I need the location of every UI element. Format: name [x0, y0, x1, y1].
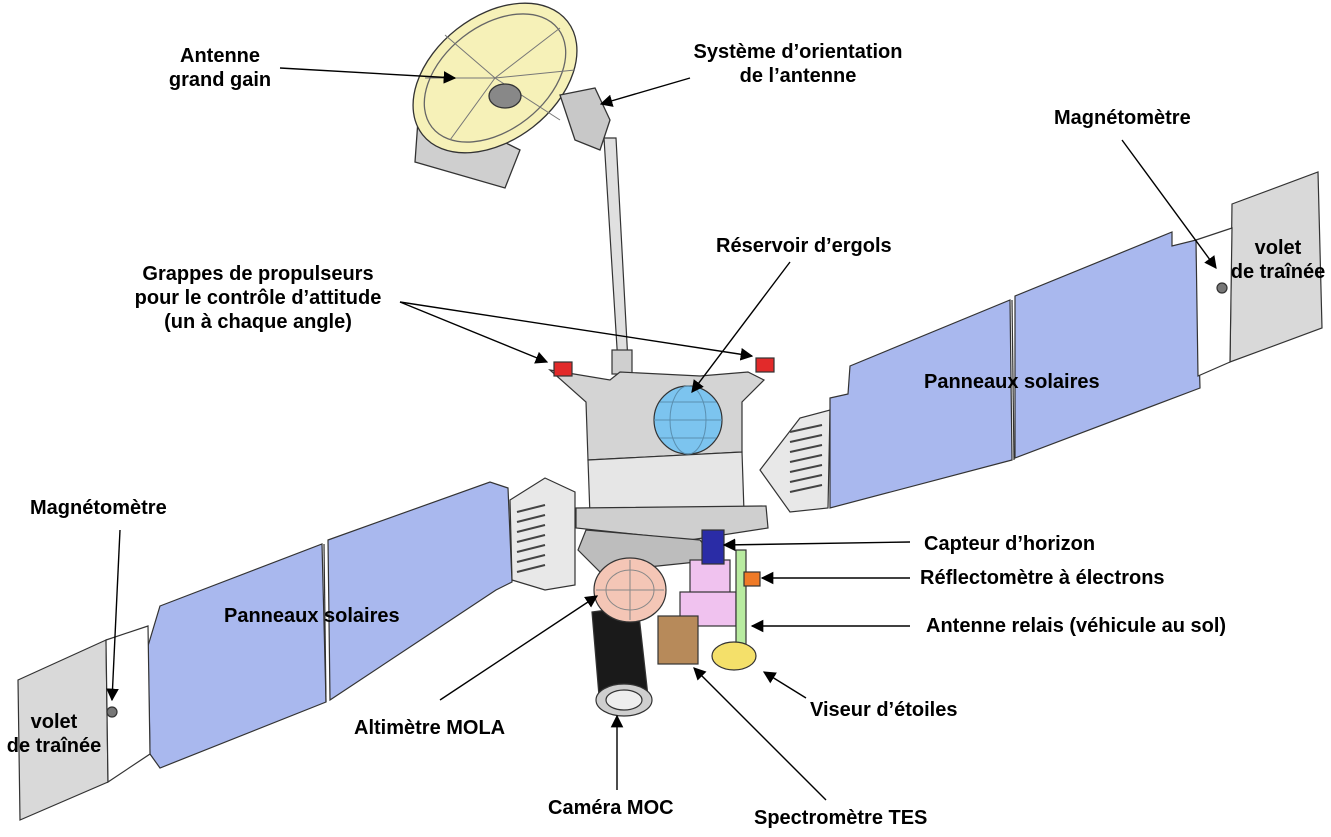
label-viseur: Viseur d’étoiles	[810, 699, 958, 721]
label-grappes: Grappes de propulseurs pour le contrôle …	[116, 262, 400, 334]
antenna-boom	[603, 137, 633, 375]
label-magnetometre-gauche: Magnétomètre	[30, 497, 167, 519]
label-volet-droite-line1: volet	[1254, 237, 1302, 259]
right-solar-array	[759, 171, 1323, 513]
label-systeme-orientation: Système d’orientation de l’antenne	[668, 40, 928, 88]
label-antenne-grand-gain: Antenne grand gain	[150, 44, 290, 92]
label-panneaux-gauche: Panneaux solaires	[224, 605, 400, 627]
label-spectrometre: Spectromètre TES	[754, 807, 928, 829]
label-reflectometre: Réflectomètre à électrons	[920, 567, 1165, 589]
label-volet-droite: volet de traînée	[1226, 236, 1330, 284]
label-panneaux-droite: Panneaux solaires	[924, 371, 1100, 393]
label-antenne-grand-gain-line2: grand gain	[168, 69, 272, 91]
label-antenne-grand-gain-line1: Antenne	[180, 45, 260, 67]
label-systeme-orientation-line2: de l’antenne	[739, 65, 857, 87]
label-camera: Caméra MOC	[548, 797, 674, 819]
spacecraft-bus	[548, 357, 775, 573]
label-altimetre: Altimètre MOLA	[354, 717, 506, 739]
label-capteur-horizon: Capteur d’horizon	[924, 533, 1096, 555]
label-systeme-orientation-line1: Système d’orientation	[693, 41, 903, 63]
high-gain-antenna	[412, 2, 611, 189]
label-grappes-line3: (un à chaque angle)	[164, 311, 352, 333]
left-solar-array	[17, 477, 576, 821]
instruments	[591, 529, 761, 717]
label-volet-gauche-line1: volet	[30, 711, 78, 733]
leader-lines	[106, 67, 1217, 801]
label-volet-gauche-line2: de traînée	[6, 735, 102, 757]
label-volet-gauche: volet de traînée	[0, 710, 108, 758]
label-reservoir: Réservoir d’ergols	[716, 235, 892, 257]
label-volet-droite-line2: de traînée	[1230, 261, 1326, 283]
label-grappes-line2: pour le contrôle d’attitude	[134, 287, 382, 309]
label-antenne-relais: Antenne relais (véhicule au sol)	[926, 615, 1227, 637]
label-magnetometre-droite: Magnétomètre	[1054, 107, 1191, 129]
label-grappes-line1: Grappes de propulseurs	[142, 263, 374, 285]
